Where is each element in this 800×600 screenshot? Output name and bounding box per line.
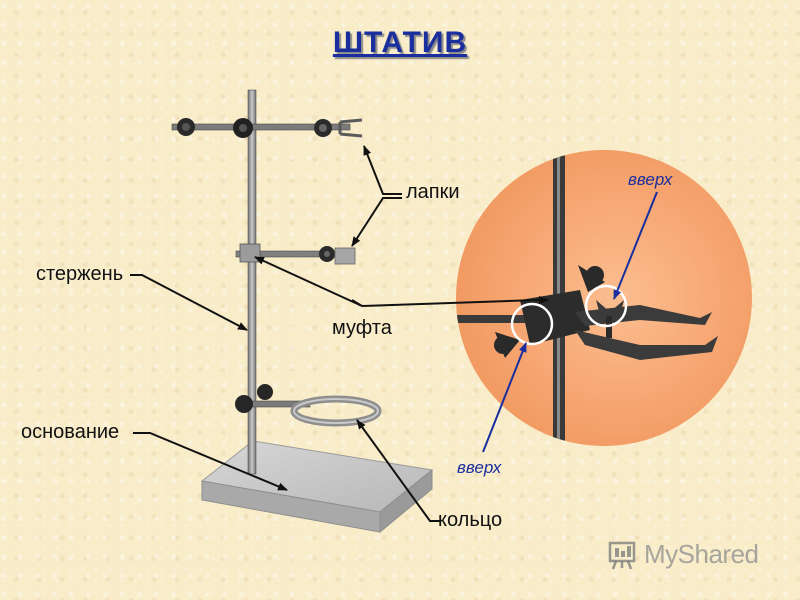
label-rod: стержень — [36, 263, 124, 285]
stand-base — [200, 440, 434, 534]
highlight-coupling-screw — [510, 302, 554, 346]
myshared-logo: MyShared — [606, 536, 759, 572]
page-title: ШТАТИВ — [332, 26, 468, 59]
zoom-view — [456, 150, 752, 446]
stand-rod — [247, 89, 257, 475]
arrows — [130, 145, 549, 522]
logo-text: MyShared — [644, 538, 759, 569]
label-up-top: вверх — [628, 170, 673, 189]
highlight-clamp-screw — [584, 284, 628, 328]
ring-holder — [235, 384, 382, 427]
label-base: основание — [21, 421, 120, 443]
label-clamps: лапки — [406, 181, 460, 203]
blue-arrows — [482, 191, 658, 453]
top-clamp — [171, 118, 363, 138]
stand — [171, 89, 434, 534]
presentation-board-icon — [608, 541, 636, 570]
label-coupling: муфта — [332, 317, 392, 339]
label-up-bottom: вверх — [457, 458, 502, 477]
label-ring: кольцо — [438, 509, 503, 531]
middle-clamp — [235, 243, 356, 265]
